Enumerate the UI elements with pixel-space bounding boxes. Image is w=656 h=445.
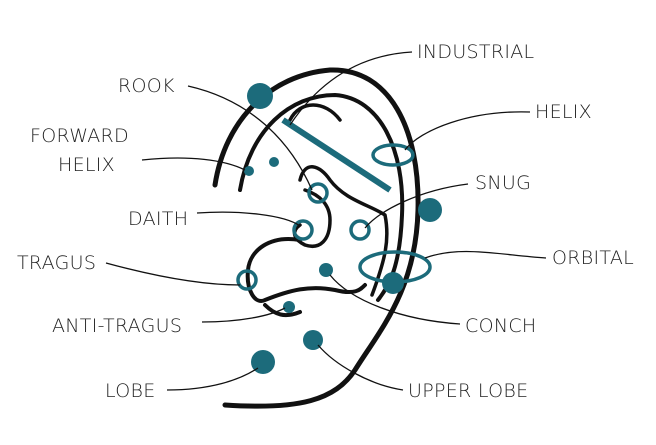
label-conch: CONCH <box>465 315 537 337</box>
helix-leader <box>404 111 531 151</box>
conch-leader <box>329 274 461 325</box>
label-forward-helix-line1: FORWARD <box>30 125 129 147</box>
ear-antihelix <box>288 103 389 297</box>
ear-lobe-edge <box>263 303 302 318</box>
rook-stud <box>247 83 273 109</box>
orbital-leader <box>424 250 547 259</box>
lobe-leader <box>166 367 259 391</box>
anti-tragus-stud <box>283 301 295 313</box>
label-lobe: LOBE <box>105 380 156 402</box>
forward-helix-leader <box>141 157 246 171</box>
label-upper-lobe: UPPER LOBE <box>408 380 528 402</box>
label-orbital: ORBITAL <box>552 247 634 269</box>
tragus-ring <box>236 269 258 291</box>
snug-stud <box>418 198 442 222</box>
upper-lobe-leader <box>317 344 404 391</box>
label-daith: DAITH <box>128 208 188 230</box>
anti-tragus-leader <box>201 307 286 323</box>
label-industrial: INDUSTRIAL <box>417 41 534 63</box>
label-rook: ROOK <box>118 75 175 97</box>
daith-ring <box>292 219 314 241</box>
helix-ring <box>371 143 415 167</box>
forward-helix-stud-1 <box>244 166 254 176</box>
label-forward-helix-line2: HELIX <box>58 154 115 176</box>
daith-leader <box>196 211 301 227</box>
rook-leader <box>187 85 313 191</box>
conch-stud <box>319 263 333 277</box>
industrial-bar <box>281 117 392 193</box>
snug-ring <box>349 219 371 241</box>
ear-tragus <box>245 237 367 303</box>
forward-helix-stud-2 <box>269 157 279 167</box>
label-tragus: TRAGUS <box>17 252 96 274</box>
tragus-leader <box>105 262 241 286</box>
orbital-stud <box>382 272 404 294</box>
ear-inner-helix <box>238 93 405 302</box>
label-snug: SNUG <box>475 172 531 194</box>
industrial-leader <box>289 51 413 126</box>
rook-ring <box>307 182 329 204</box>
label-helix: HELIX <box>535 101 592 123</box>
snug-leader <box>364 183 469 229</box>
label-anti-tragus: ANTI-TRAGUS <box>52 315 182 337</box>
